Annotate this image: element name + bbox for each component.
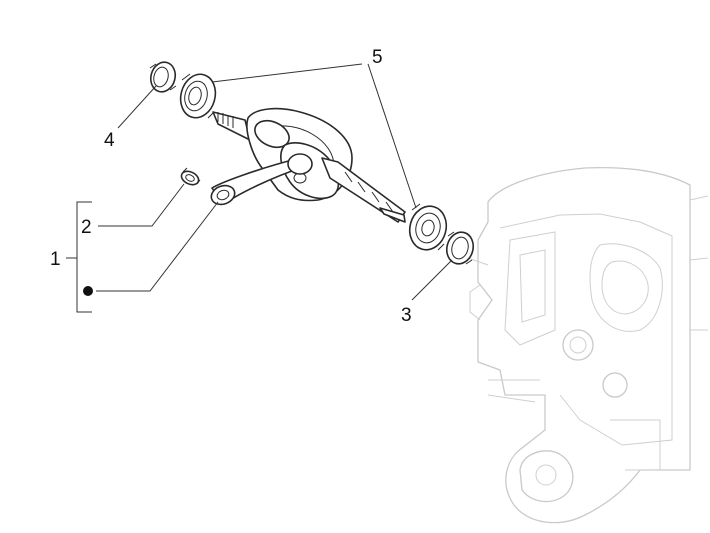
engine-crankcase — [467, 167, 709, 524]
callout-4: 4 — [104, 130, 115, 151]
leader-3 — [411, 259, 453, 301]
left-oil-seal — [149, 61, 177, 93]
callout-labels: 5 4 2 1 3 — [50, 47, 412, 326]
callout-1: 1 — [50, 249, 61, 270]
left-ball-bearing — [179, 73, 217, 119]
right-oil-seal — [445, 231, 475, 265]
leader-4 — [117, 85, 157, 129]
leader-lines — [66, 63, 453, 313]
needle-bearing — [180, 167, 201, 186]
leader-2 — [98, 183, 185, 227]
leader-dot — [96, 201, 219, 292]
callout-3: 3 — [401, 305, 412, 326]
right-ball-bearing — [408, 203, 448, 251]
assembly-bracket — [76, 201, 92, 313]
leader-5-left — [211, 63, 363, 83]
callout-5: 5 — [372, 47, 383, 68]
callout-2: 2 — [81, 217, 92, 238]
assembly-bullet-icon — [83, 286, 93, 296]
connecting-rod — [210, 153, 313, 206]
leader-5-right — [367, 63, 417, 209]
